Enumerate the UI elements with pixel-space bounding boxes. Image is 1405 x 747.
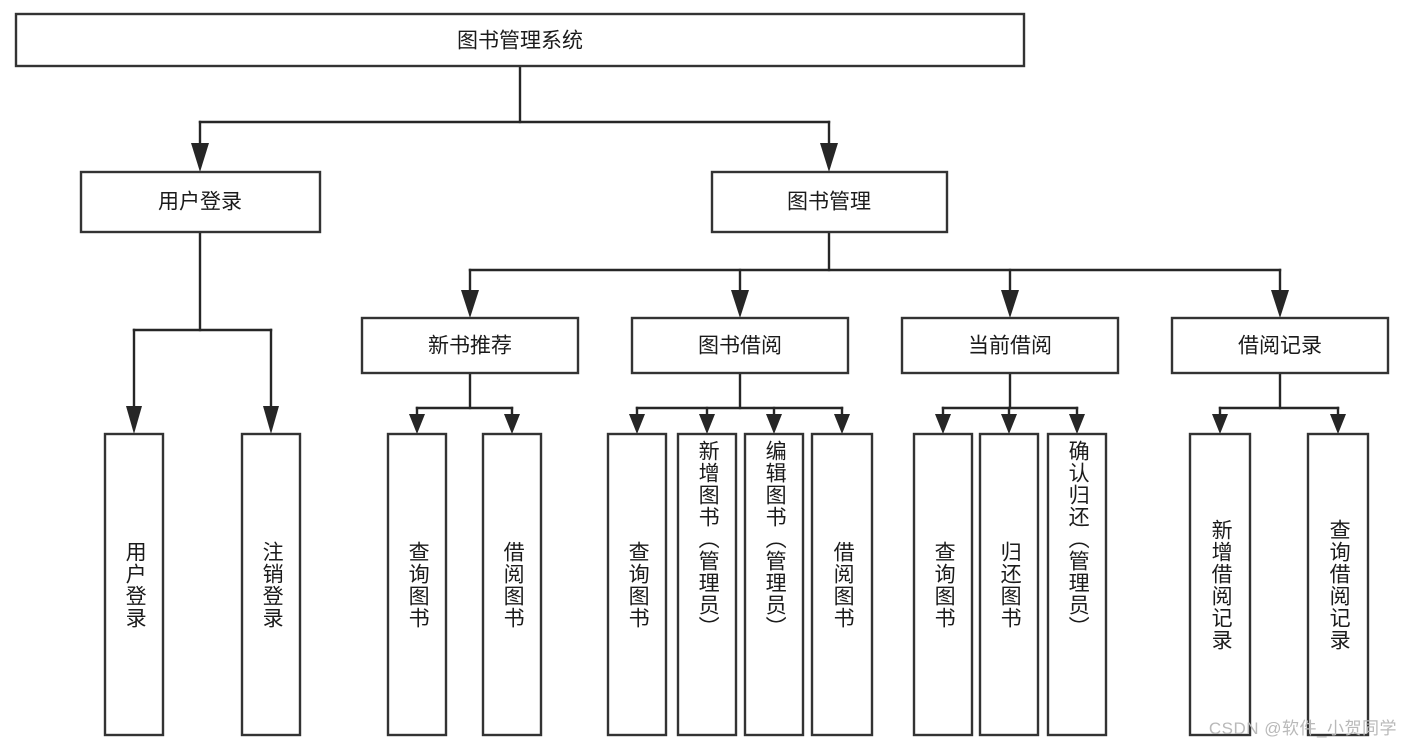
node-borrow-record-box[interactable] — [1170, 316, 1390, 375]
leaf-box-borrow-book[interactable] — [810, 432, 874, 737]
node-user-login[interactable]: 用户登录 — [79, 170, 322, 234]
arrow-head-book-management — [820, 143, 838, 172]
connector-group-root-to-level2 — [191, 64, 838, 172]
node-borrow-record[interactable]: 借阅记录 — [1170, 316, 1390, 375]
connector-group-user-login-to-leaves — [126, 230, 279, 434]
arrow-head-leaf-user-login — [126, 406, 142, 434]
node-user-login-box[interactable] — [79, 170, 322, 234]
node-current-borrow[interactable]: 当前借阅 — [900, 316, 1120, 375]
connector-group-borrow-record-to-leaves — [1212, 371, 1346, 434]
arrow-head-leaf-edit-book-admin — [766, 414, 782, 434]
connector-group-new-book-recommend-to-leaves — [409, 371, 520, 434]
connector-group-current-borrow-to-leaves — [935, 371, 1085, 434]
watermark-text: CSDN @软件_小贺同学 — [1208, 719, 1397, 738]
arrow-head-leaf-query-book-rec — [409, 414, 425, 434]
node-root-label: 图书管理系统 — [457, 30, 583, 53]
arrow-head-leaf-query-book-borrow — [629, 414, 645, 434]
node-book-borrow-label: 图书借阅 — [698, 335, 782, 358]
leaf-box-return-book[interactable] — [978, 432, 1040, 737]
leaf-box-add-book-admin[interactable] — [676, 432, 738, 737]
leaf-boxes-group — [103, 432, 1370, 737]
leaf-box-query-borrow-record[interactable] — [1306, 432, 1370, 737]
leaf-box-query-book-current[interactable] — [912, 432, 974, 737]
arrow-head-leaf-borrow-book-rec — [504, 414, 520, 434]
arrow-head-book-borrow — [731, 290, 749, 318]
arrow-head-leaf-add-borrow-record — [1212, 414, 1228, 434]
arrow-head-current-borrow — [1001, 290, 1019, 318]
node-user-login-label: 用户登录 — [158, 191, 242, 214]
leaf-box-add-borrow-record[interactable] — [1188, 432, 1252, 737]
arrow-head-new-book-recommend — [461, 290, 479, 318]
arrow-head-leaf-return-book — [1001, 414, 1017, 434]
arrow-head-user-login — [191, 143, 209, 172]
node-new-book-recommend-box[interactable] — [360, 316, 580, 375]
node-current-borrow-box[interactable] — [900, 316, 1120, 375]
leaf-box-query-book-rec[interactable] — [386, 432, 448, 737]
node-new-book-recommend[interactable]: 新书推荐 — [360, 316, 580, 375]
node-current-borrow-label: 当前借阅 — [968, 335, 1052, 358]
arrow-head-leaf-borrow-book — [834, 414, 850, 434]
node-borrow-record-label: 借阅记录 — [1238, 335, 1322, 358]
arrow-head-leaf-confirm-return-admin — [1069, 414, 1085, 434]
node-book-management[interactable]: 图书管理 — [710, 170, 949, 234]
leaf-box-logout[interactable] — [240, 432, 302, 737]
node-book-management-label: 图书管理 — [787, 191, 871, 214]
leaf-box-borrow-book-rec[interactable] — [481, 432, 543, 737]
arrow-head-leaf-logout — [263, 406, 279, 434]
leaf-box-user-login[interactable] — [103, 432, 165, 737]
node-root[interactable]: 图书管理系统 — [14, 12, 1026, 68]
connector-group-book-management-to-level3 — [461, 230, 1289, 318]
leaf-box-confirm-return-admin[interactable] — [1046, 432, 1108, 737]
connector-group-book-borrow-to-leaves — [629, 371, 850, 434]
node-book-management-box[interactable] — [710, 170, 949, 234]
leaf-box-query-book-borrow[interactable] — [606, 432, 668, 737]
arrow-head-leaf-query-borrow-record — [1330, 414, 1346, 434]
arrow-head-leaf-add-book-admin — [699, 414, 715, 434]
arrow-head-leaf-query-book-current — [935, 414, 951, 434]
arrow-head-borrow-record — [1271, 290, 1289, 318]
node-book-borrow[interactable]: 图书借阅 — [630, 316, 850, 375]
node-new-book-recommend-label: 新书推荐 — [428, 335, 512, 358]
node-root-box[interactable] — [14, 12, 1026, 68]
node-book-borrow-box[interactable] — [630, 316, 850, 375]
leaf-box-edit-book-admin[interactable] — [743, 432, 805, 737]
